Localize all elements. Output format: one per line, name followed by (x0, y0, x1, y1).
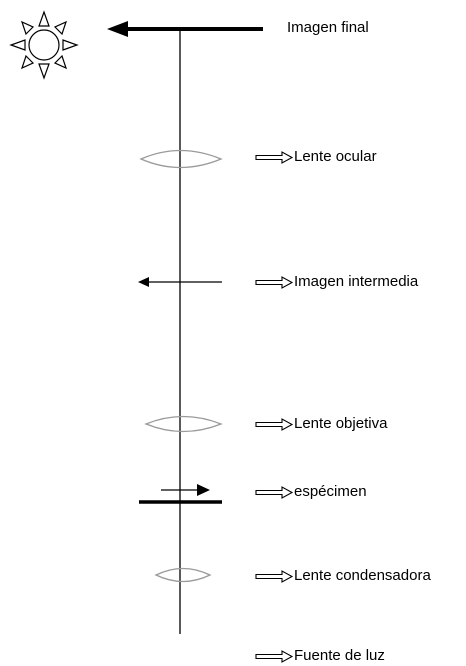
objective-lens (144, 415, 223, 433)
hollow-right-arrow-icon (255, 650, 294, 663)
condenser-lens (154, 567, 212, 583)
hollow-right-arrow-icon (255, 151, 294, 164)
hollow-right-arrow-icon (255, 486, 294, 499)
objective-label: Lente objetiva (294, 415, 388, 432)
eyepiece-label: Lente ocular (294, 148, 377, 165)
hollow-right-arrow-icon (255, 418, 294, 431)
final-image-label: Imagen final (287, 19, 369, 36)
sun-icon (9, 10, 79, 80)
intermediate-image-arrow (138, 277, 222, 287)
specimen-label: espécimen (294, 483, 367, 500)
light-source-label: Fuente de luz (294, 647, 385, 664)
intermediate-image-label: Imagen intermedia (294, 273, 419, 290)
final-image-arrow (107, 21, 263, 37)
eyepiece-lens (139, 149, 223, 169)
hollow-right-arrow-icon (255, 276, 294, 289)
hollow-right-arrow-icon (255, 570, 294, 583)
condenser-label: Lente condensadora (294, 567, 431, 584)
specimen-arrow (161, 484, 210, 496)
